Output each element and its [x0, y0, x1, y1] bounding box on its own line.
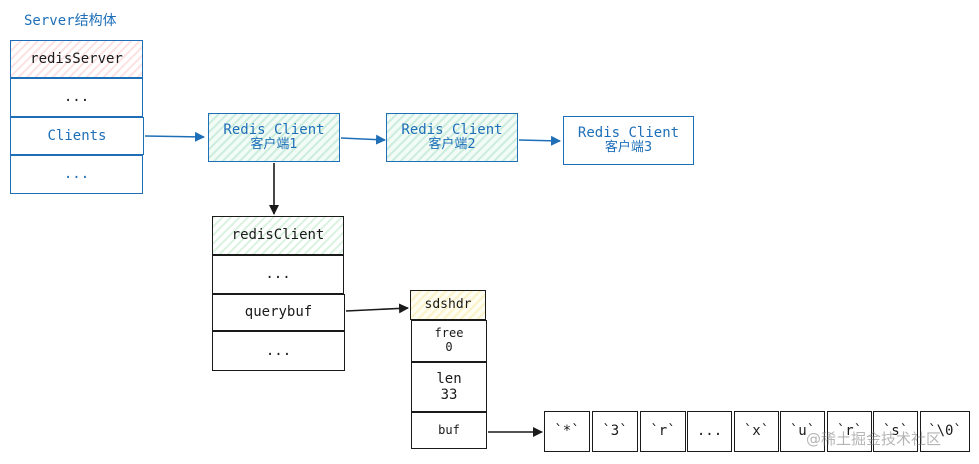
sdshdr-field-free: free 0 [411, 320, 487, 362]
buf-cell-value: `x` [743, 423, 770, 440]
diagram-title: Server结构体 [24, 13, 117, 29]
client-node-label: 客户端1 [250, 137, 298, 153]
server-field-label: ... [63, 89, 90, 106]
redisclient-field-header: redisClient [212, 216, 344, 255]
redisclient-field-label: redisClient [231, 227, 325, 244]
client-node-name: Redis Client [577, 124, 680, 141]
arrow-client2-to-client3 [518, 135, 561, 146]
buf-cell: `u` [780, 411, 825, 452]
client-node-3: Redis Client 客户端3 [563, 116, 694, 165]
buf-cell: `r` [827, 411, 872, 452]
client-node-label: 客户端3 [604, 140, 653, 156]
sdshdr-field-buf: buf [411, 412, 487, 449]
sdshdr-buf-label: buf [438, 422, 460, 437]
redisclient-field-label: ... [265, 342, 292, 359]
server-field-label: ... [63, 166, 90, 183]
buf-cell: `3` [592, 411, 638, 452]
buf-cell-value: `r` [836, 423, 863, 440]
buf-cell: `s` [873, 411, 918, 452]
buf-cell-value: `*` [554, 423, 580, 440]
buf-cell-value: `3` [602, 423, 628, 440]
buf-cell-value: `u` [789, 423, 816, 440]
server-field-label: redisServer [30, 50, 123, 67]
sdshdr-len-label: len [436, 370, 462, 387]
redisclient-field-ellipsis-2: ... [212, 331, 345, 371]
sdshdr-free-label: free [434, 326, 464, 341]
watermark: @稀土掘金技术社区 [806, 430, 942, 448]
buf-cell: ... [687, 411, 732, 452]
arrow-clients-to-client1 [144, 131, 205, 142]
server-field-clients: Clients [10, 117, 144, 155]
redisclient-field-label: ... [265, 266, 291, 283]
server-field-label: Clients [47, 127, 107, 144]
server-field-redisserver: redisServer [10, 40, 143, 78]
sdshdr-field-len: len 33 [411, 362, 487, 412]
redisclient-field-label: querybuf [244, 304, 313, 321]
server-field-ellipsis-2: ... [10, 155, 143, 194]
sdshdr-len-value: 33 [440, 387, 458, 403]
client-node-1: Redis Client 客户端1 [208, 113, 340, 162]
arrow-client1-to-client2 [340, 134, 386, 145]
arrow-querybuf-to-sdshdr [345, 303, 409, 314]
client-node-name: Redis Client [223, 121, 325, 138]
sdshdr-free-value: 0 [445, 340, 453, 354]
buf-cell: `*` [544, 411, 590, 452]
buf-cell-value: ... [696, 423, 723, 440]
redisclient-field-querybuf: querybuf [212, 294, 345, 331]
client-node-name: Redis Client [401, 121, 503, 138]
client-node-label: 客户端2 [428, 137, 476, 153]
buf-cell: `r` [640, 411, 686, 452]
redisclient-field-ellipsis-1: ... [212, 255, 344, 294]
buf-cell-value: `\0` [928, 423, 962, 440]
buf-cell: `\0` [920, 411, 970, 452]
client-node-2: Redis Client 客户端2 [386, 113, 518, 162]
sdshdr-header-label: sdshdr [424, 296, 472, 312]
sdshdr-header: sdshdr [410, 290, 486, 320]
buf-cell: `x` [734, 411, 779, 452]
buf-cell-value: `r` [650, 423, 676, 440]
server-field-ellipsis-1: ... [10, 78, 143, 117]
buf-cell-value: `s` [882, 423, 909, 440]
